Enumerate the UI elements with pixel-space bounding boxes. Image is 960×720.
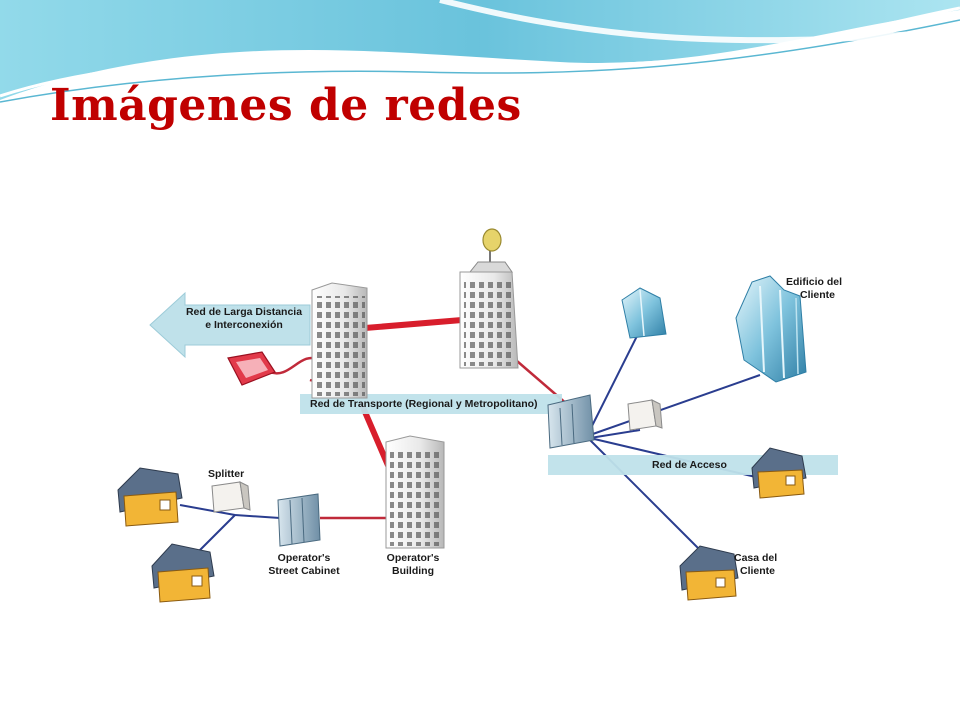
label-splitter: Splitter: [208, 468, 245, 480]
link-access-to-customer-building: [589, 374, 761, 436]
link-access-to-glass-building: [589, 329, 641, 431]
label-transport-network: Red de Transporte (Regional y Metropolit…: [310, 398, 538, 410]
label-access-network: Red de Acceso: [652, 459, 727, 471]
label-customer-building: Edificio del Cliente: [786, 276, 842, 302]
long-distance-arrow: [149, 291, 311, 359]
label-street-cabinet-line1: Operator's: [277, 552, 331, 564]
tower-building: [459, 228, 519, 369]
label-long-distance-line2: e Interconexión: [205, 319, 283, 331]
label-customer-house-line1: Casa del: [734, 552, 778, 564]
splitter-box: [211, 481, 251, 513]
label-operator-building: Operator's Building: [368, 552, 458, 578]
link-central-to-operator-building: [359, 402, 393, 473]
label-customer-house: Casa del Cliente: [734, 552, 777, 578]
small-glass-building: [621, 287, 667, 339]
label-street-cabinet: Operator's Street Cabinet: [254, 552, 354, 578]
antenna-dish-icon: [482, 228, 502, 252]
link-access-to-modem: [589, 429, 641, 439]
link-splitter-to-cabinet: [234, 514, 281, 519]
house-bottom-left: [151, 543, 215, 603]
link-house-top-to-splitter: [179, 504, 236, 516]
label-customer-house-line2: Cliente: [740, 565, 776, 577]
house-right: [751, 447, 807, 499]
telephone-device-icon: [227, 351, 276, 386]
customer-house: [679, 545, 739, 601]
slide-title: Imágenes de redes: [50, 80, 522, 131]
label-operator-building-line2: Building: [392, 565, 434, 577]
link-central-to-tower: [362, 317, 465, 331]
label-operator-building-line1: Operator's: [386, 552, 440, 564]
label-long-distance-line1: Red de Larga Distancia: [185, 306, 303, 318]
label-long-distance: Red de Larga Distancia e Interconexión: [178, 306, 310, 332]
header-wave-decoration: [0, 0, 960, 103]
operator-building: [385, 435, 445, 549]
house-top-left: [117, 467, 183, 527]
label-street-cabinet-line2: Street Cabinet: [268, 565, 340, 577]
customer-glass-building: [735, 275, 807, 383]
transport-links: [359, 317, 465, 473]
access-node-cabinet: [547, 394, 595, 449]
modem-box: [627, 399, 663, 431]
label-customer-building-line2: Cliente: [800, 289, 836, 301]
transport-band: [300, 394, 562, 414]
street-cabinet: [277, 493, 321, 547]
central-office-building: [311, 282, 368, 399]
label-customer-building-line1: Edificio del: [786, 276, 843, 288]
